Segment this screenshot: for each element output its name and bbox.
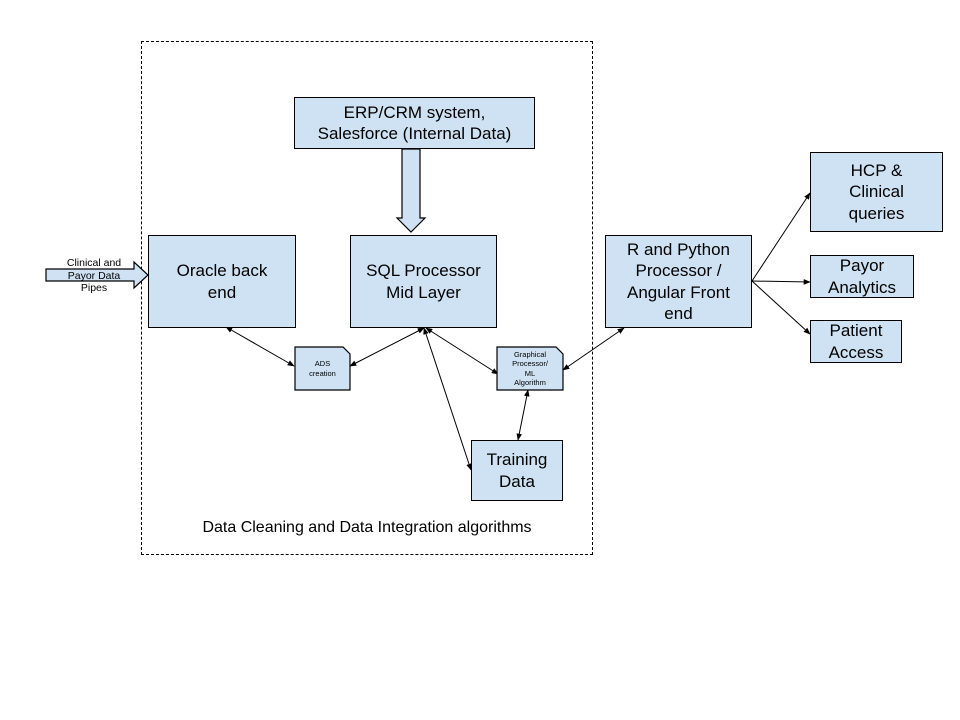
container-caption: Data Cleaning and Data Integration algor…: [202, 519, 532, 536]
ads-creation-shape: [294, 346, 351, 391]
erp-crm-node: ERP/CRM system, Salesforce (Internal Dat…: [294, 97, 535, 149]
input-pipes-label: Clinical and Payor Data Pipes: [66, 257, 122, 295]
r-python-node: R and Python Processor / Angular Front e…: [605, 235, 752, 328]
edge-rpython-hcp: [751, 192, 811, 282]
edge-ads-sql: [349, 327, 425, 367]
ads-creation-node: ADS creation: [309, 359, 336, 378]
sql-processor-node: SQL Processor Mid Layer: [350, 235, 497, 328]
input-to-oracle-block-arrow: [45, 260, 149, 290]
edge-sql-training: [423, 327, 472, 471]
edge-graphical-training: [516, 389, 530, 441]
oracle-backend-node: Oracle back end: [148, 235, 296, 328]
edge-graphical-rpython: [562, 327, 625, 371]
edge-rpython-patient: [751, 280, 811, 335]
payor-analytics-node: Payor Analytics: [810, 255, 914, 298]
integration-boundary: [141, 41, 593, 555]
training-data-node: Training Data: [471, 440, 563, 501]
erp-to-sql-block-arrow: [395, 148, 427, 233]
graphical-processor-node: Graphical Processor/ ML Algorithm: [512, 349, 548, 387]
hcp-clinical-node: HCP & Clinical queries: [810, 152, 943, 232]
graphical-processor-shape: [496, 346, 564, 391]
edge-rpython-payor: [751, 279, 811, 285]
edge-oracle-ads: [225, 326, 295, 367]
patient-access-node: Patient Access: [810, 320, 902, 363]
